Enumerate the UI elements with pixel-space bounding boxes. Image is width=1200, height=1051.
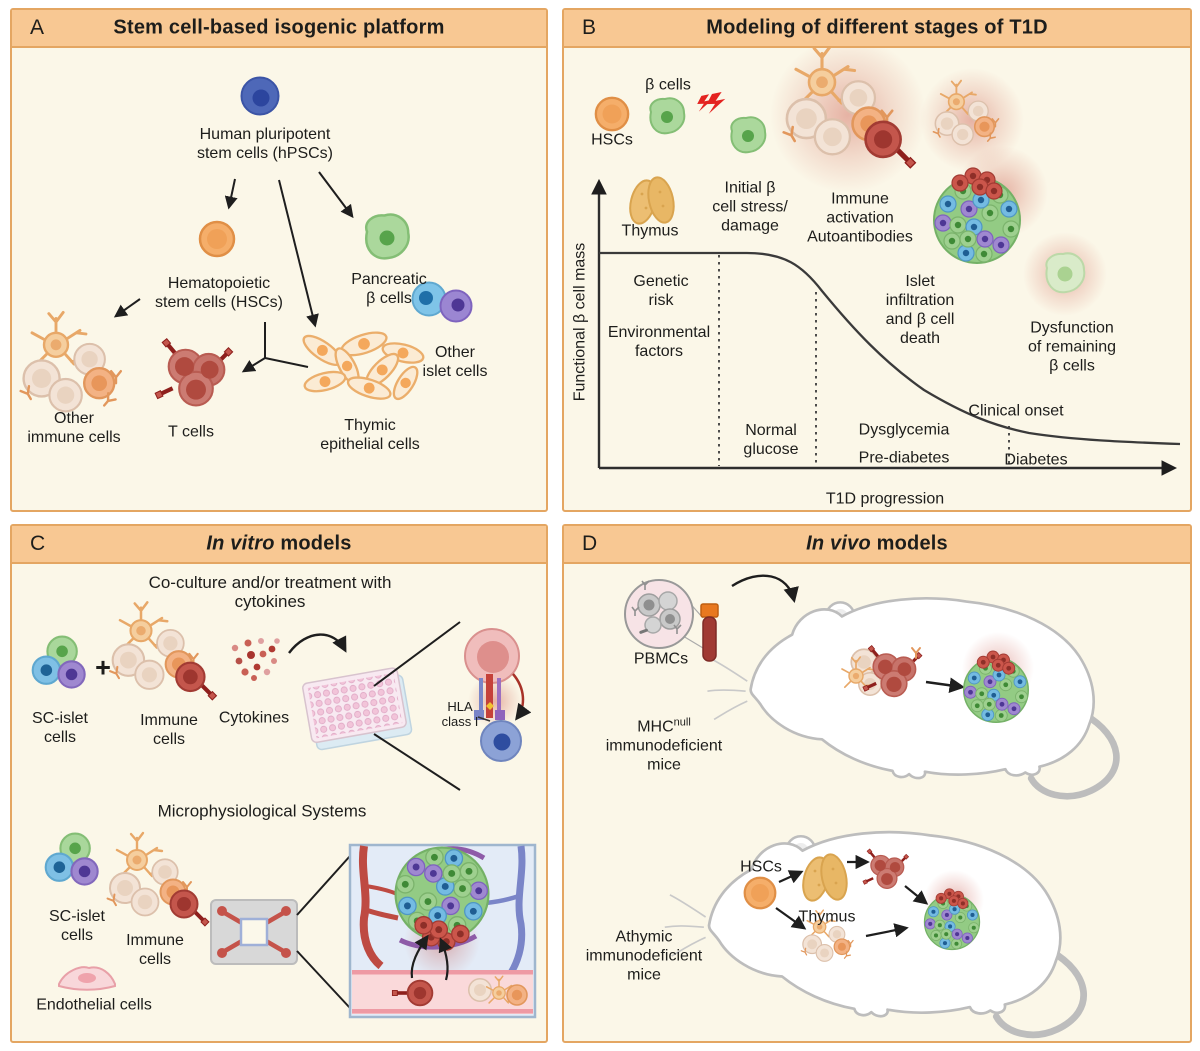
- hsc-cell-icon: [594, 96, 630, 132]
- chip-magnify-lines: [296, 855, 351, 1009]
- mps-inset: [348, 843, 537, 1019]
- hscs-label: HSCs: [591, 131, 633, 149]
- thymus-icon: [625, 174, 679, 228]
- immune-label-2: Immune cells: [126, 932, 184, 968]
- cytokines-label: Cytokines: [218, 709, 290, 727]
- hsc-cell-icon: [198, 220, 236, 258]
- panel-c-header: C In vitro models: [12, 526, 546, 564]
- normal-glucose-label: Normal glucose: [743, 422, 799, 458]
- pbmcs-icon: [624, 579, 704, 649]
- sc-islet-cells-icon: [31, 635, 86, 689]
- panel-b-title: Modeling of different stages of T1D: [706, 16, 1048, 39]
- stage-dividers: [718, 255, 1010, 466]
- co-culture-subtitle: Co-culture and/or treatment with cytokin…: [148, 573, 392, 611]
- blood-tube-icon: [700, 603, 719, 662]
- beta-mass-chart: [591, 178, 1181, 476]
- panel-b-header: B Modeling of different stages of T1D: [564, 10, 1190, 48]
- other-immune-cells-icon: [21, 312, 121, 411]
- panel-a-art: [12, 76, 473, 514]
- immune-cells-icon-2: [108, 833, 209, 926]
- pancreatic-beta-cell-icon: [364, 213, 410, 260]
- well-plate-icon: [302, 667, 413, 751]
- genetic-risk-label: Genetic risk: [633, 273, 689, 309]
- mouse-1-contents: [841, 632, 1034, 723]
- hpsc-label: Human pluripotent stem cells (hPSCs): [196, 126, 334, 162]
- hpsc-cell-icon: [240, 76, 280, 116]
- thymus-label: Thymus: [798, 908, 856, 926]
- panel-c-letter: C: [30, 532, 46, 555]
- pancreatic-label: Pancreatic β cells: [351, 271, 427, 307]
- immune-cells-icon: [110, 602, 216, 700]
- magnify-lines: [373, 621, 461, 791]
- beta-cells-label: β cells: [645, 76, 691, 94]
- panel-b: B Modeling of different stages of T1D HS…: [562, 8, 1192, 512]
- panel-d-letter: D: [582, 532, 598, 555]
- stressed-beta-cell-icon: [730, 116, 767, 154]
- thymic-label: Thymic epithelial cells: [320, 417, 420, 453]
- panel-c-title: In vitro models: [206, 532, 352, 555]
- immune-label-1: Immune cells: [140, 712, 198, 748]
- panel-d-art: [624, 574, 1194, 1045]
- diabetes-label: Diabetes: [1004, 451, 1068, 469]
- dysglycemia-label: Dysglycemia: [858, 421, 950, 439]
- plus-sign: +: [95, 652, 111, 683]
- mouse-2-contents: [743, 849, 984, 961]
- thymus-label: Thymus: [621, 222, 679, 240]
- dysfunctional-beta-cell-icon: [1045, 252, 1086, 294]
- thymic-epithelial-cells-icon: [298, 326, 427, 405]
- panel-c: C In vitro models Co-culture and/or trea…: [10, 524, 548, 1043]
- mps-subtitle: Microphysiological Systems: [157, 801, 367, 821]
- x-axis-label: T1D progression: [825, 490, 945, 508]
- panel-a-letter: A: [30, 16, 45, 39]
- to-plate-arrow: [288, 633, 347, 654]
- sc-islet-label-1: SC-islet cells: [31, 710, 89, 746]
- pbmc-to-mouse-arrow: [731, 574, 799, 604]
- athymic-mice-label: Athymic immunodeficient mice: [585, 928, 703, 984]
- stress-bolt-icon: [697, 91, 726, 114]
- panel-c-art: [31, 526, 537, 1019]
- panel-b-letter: B: [582, 16, 597, 39]
- cytokines-icon: [231, 638, 280, 681]
- panel-a: A Stem cell-based isogenic platform Huma…: [10, 8, 548, 512]
- hla-class-i-label: HLA class I: [441, 699, 479, 729]
- endothelial-cell-icon: [58, 966, 116, 991]
- other-islet-cells-icon: [411, 281, 473, 323]
- beta-cell-icon: [649, 97, 686, 135]
- t-cells-icon: [155, 339, 232, 406]
- other-islet-label: Other islet cells: [422, 344, 488, 380]
- hscs-label: HSCs: [740, 858, 782, 876]
- environmental-label: Environmental factors: [607, 324, 711, 360]
- mouse-1-icon: [707, 598, 1116, 796]
- immune-activation-label: Immune activation Autoantibodies: [807, 190, 913, 246]
- lineage-arrows: [113, 171, 354, 373]
- t-cells-label: T cells: [168, 423, 214, 441]
- sc-islet-label-2: SC-islet cells: [48, 908, 106, 944]
- endothelial-label: Endothelial cells: [36, 996, 152, 1014]
- other-immune-label: Other immune cells: [27, 410, 121, 446]
- y-axis-label: Functional β cell mass: [571, 242, 589, 402]
- dysfunction-label: Dysfunction of remaining β cells: [1027, 319, 1117, 375]
- panel-d-header: D In vivo models: [564, 526, 1190, 564]
- pbmcs-label: PBMCs: [633, 650, 689, 668]
- panel-b-art: [591, 37, 1181, 476]
- beta-mass-curve: [599, 251, 1181, 446]
- microfluidic-chip-icon: [210, 899, 298, 965]
- hsc-label: Hematopoietic stem cells (HSCs): [154, 275, 284, 311]
- hla-interaction-icon: [464, 628, 532, 762]
- islet-infiltration-label: Islet infiltration and β cell death: [885, 273, 955, 347]
- initial-stress-label: Initial β cell stress/ damage: [712, 179, 788, 235]
- clinical-onset-label: Clinical onset: [968, 402, 1064, 420]
- panel-a-header: A Stem cell-based isogenic platform: [12, 10, 546, 48]
- pre-diabetes-label: Pre-diabetes: [858, 449, 950, 467]
- sc-islet-cells-icon-2: [44, 832, 99, 886]
- panel-d-title: In vivo models: [806, 532, 948, 555]
- panel-a-title: Stem cell-based isogenic platform: [113, 16, 445, 39]
